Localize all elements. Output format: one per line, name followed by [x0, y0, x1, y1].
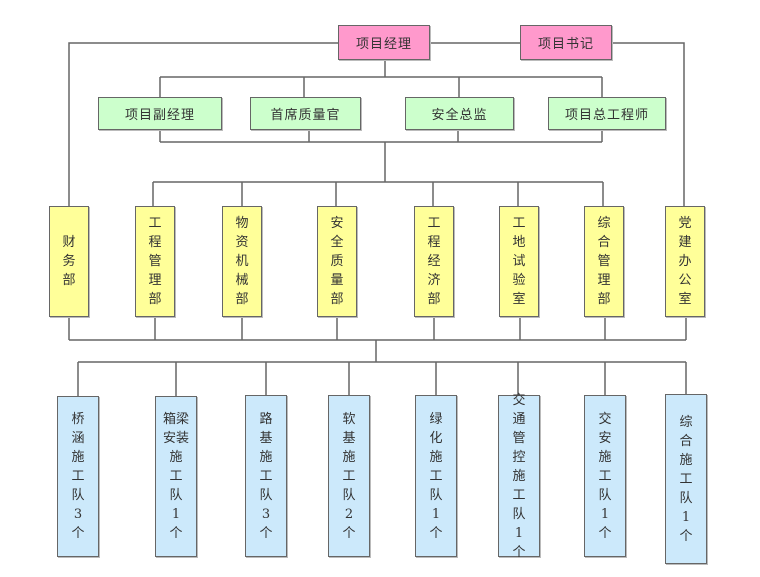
node-label: 工程管理部	[148, 216, 162, 307]
connector-lines	[68, 42, 687, 396]
node-general-management-department[interactable]: 综合管理部	[584, 206, 624, 317]
node-label: 项目经理	[355, 37, 412, 52]
node-deputy-manager[interactable]: 项目副经理	[98, 97, 222, 130]
node-label: 安全质量部	[330, 216, 344, 307]
node-subgrade-team[interactable]: 路基施工队3个	[245, 395, 287, 557]
line-secretary-to-party-office	[612, 42, 685, 206]
node-label: 软基施工队2个	[342, 411, 356, 541]
node-label: 桥涵施工队3个	[71, 412, 85, 541]
node-general-team[interactable]: 综合施工队1个	[665, 394, 707, 564]
node-project-manager[interactable]: 项目经理	[338, 25, 430, 60]
node-label: 路基施工队3个	[259, 411, 273, 541]
node-label: 项目书记	[537, 37, 594, 52]
node-party-office[interactable]: 党建办公室	[665, 206, 705, 317]
node-box-girder-team[interactable]: 箱梁安装 施工队1个	[155, 396, 197, 557]
node-label: 施工队1个	[169, 450, 183, 541]
node-soft-foundation-team[interactable]: 软基施工队2个	[328, 395, 370, 557]
node-traffic-control-team[interactable]: 交通管控施工队1个	[498, 393, 540, 560]
node-materials-machinery-department[interactable]: 物资机械部	[222, 206, 262, 317]
node-chief-quality-officer[interactable]: 首席质量官	[250, 97, 361, 130]
node-chief-engineer[interactable]: 项目总工程师	[548, 97, 666, 130]
node-engineering-management-department[interactable]: 工程管理部	[135, 206, 175, 317]
node-label: 综合管理部	[597, 216, 611, 307]
line-manager-to-finance	[68, 42, 338, 206]
node-safety-director[interactable]: 安全总监	[405, 97, 514, 130]
node-label: 首席质量官	[270, 108, 341, 123]
node-label: 物资机械部	[235, 216, 249, 307]
node-finance-department[interactable]: 财务部	[49, 206, 89, 317]
node-label: 财务部	[62, 235, 76, 288]
node-label: 项目总工程师	[564, 108, 649, 123]
node-safety-quality-department[interactable]: 安全质量部	[317, 206, 357, 317]
node-bridge-culvert-team[interactable]: 桥涵施工队3个	[57, 396, 99, 557]
node-site-lab[interactable]: 工地试验室	[499, 206, 539, 317]
node-label: 工地试验室	[512, 216, 526, 307]
node-label: 交通管控施工队1个	[512, 392, 526, 560]
node-label: 项目副经理	[124, 108, 195, 123]
node-traffic-safety-team[interactable]: 交安施工队1个	[584, 395, 626, 557]
node-greening-team[interactable]: 绿化施工队1个	[415, 395, 457, 557]
node-label: 交安施工队1个	[598, 411, 612, 541]
node-label-top: 箱梁安装	[162, 412, 189, 446]
node-label: 综合施工队1个	[679, 414, 693, 544]
node-label: 绿化施工队1个	[429, 411, 443, 541]
node-engineering-economics-department[interactable]: 工程经济部	[414, 206, 454, 317]
node-label: 工程经济部	[427, 216, 441, 307]
node-label: 党建办公室	[678, 216, 692, 307]
node-label: 安全总监	[431, 108, 488, 123]
node-project-secretary[interactable]: 项目书记	[520, 25, 612, 60]
